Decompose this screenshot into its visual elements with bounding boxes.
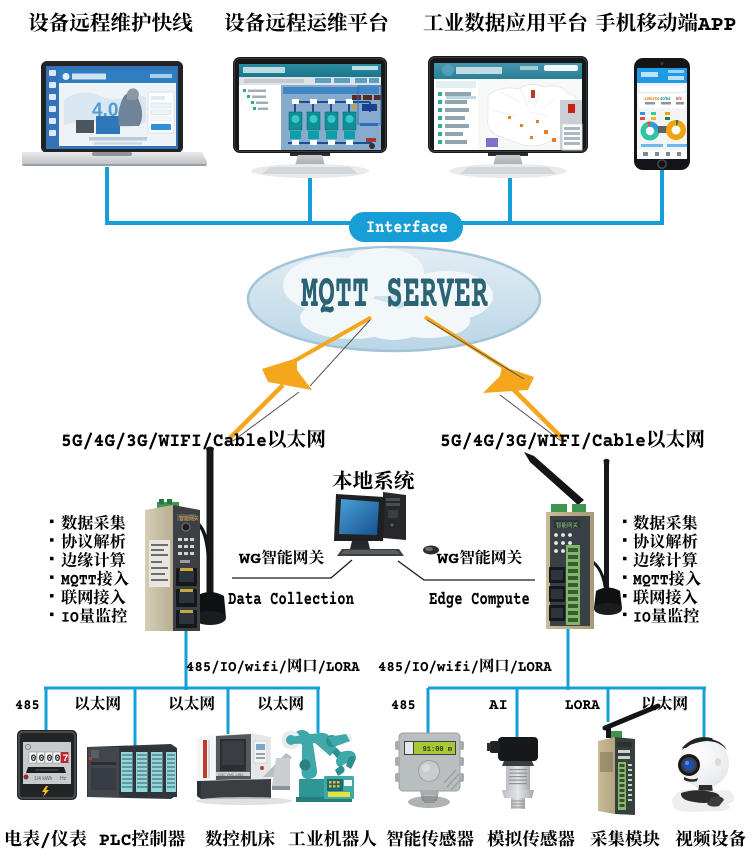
svg-text:0: 0 [47,754,53,765]
svg-text:91:00 m: 91:00 m [423,746,452,754]
svg-text:CNC VMC-L850: CNC VMC-L850 [218,773,243,777]
svg-text:7: 7 [63,754,69,765]
svg-text:138/154: 138/154 [644,96,660,101]
svg-text:0/2: 0/2 [676,96,682,101]
svg-text:Hz: Hz [60,776,67,782]
svg-text:0: 0 [55,754,61,765]
svg-text:40/64: 40/64 [660,96,671,101]
svg-text:0: 0 [31,754,37,765]
svg-text:4.0: 4.0 [92,100,118,121]
svg-text:0: 0 [39,754,45,765]
svg-text:1/4 kWh: 1/4 kWh [34,776,53,782]
svg-text:智能网关: 智能网关 [556,521,579,529]
svg-text:智能网关: 智能网关 [179,515,199,522]
